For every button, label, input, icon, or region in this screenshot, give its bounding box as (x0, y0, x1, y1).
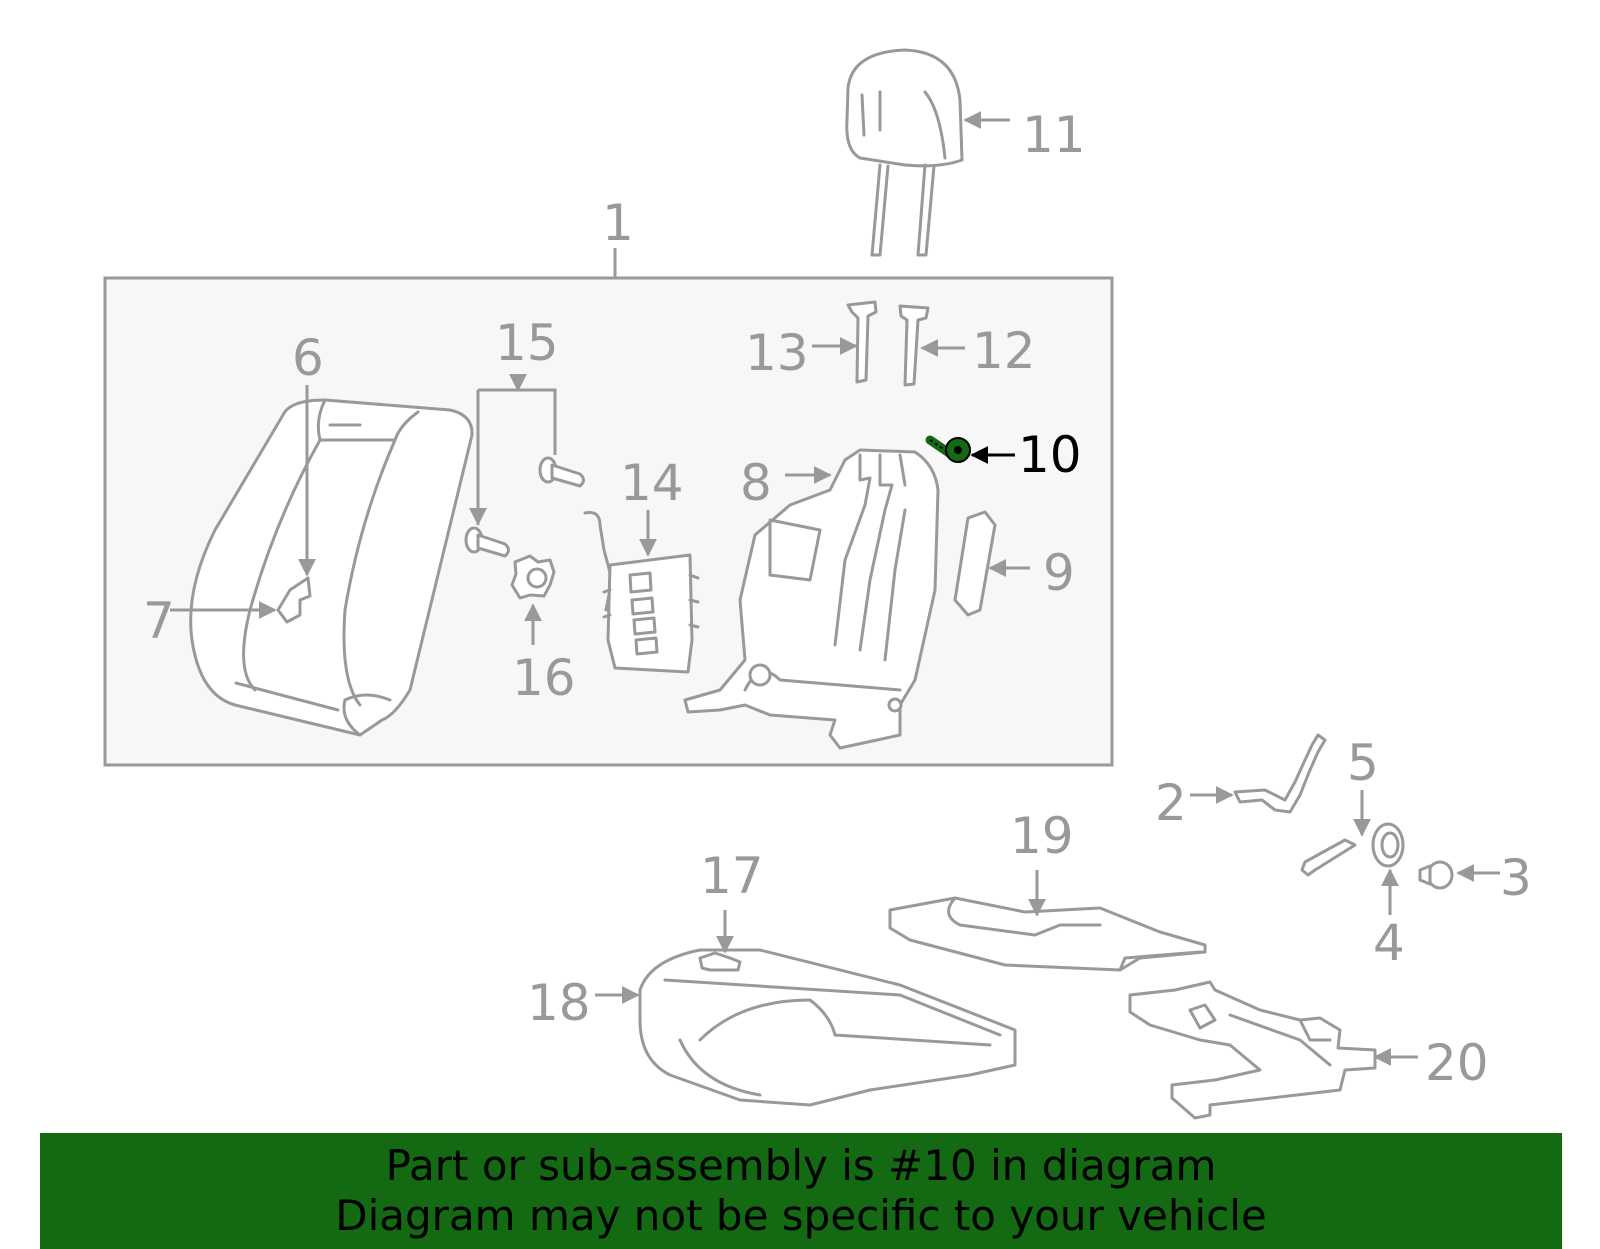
spring-part-5 (1300, 838, 1357, 877)
seat-back-cover-part-6 (189, 398, 474, 737)
banner-line-2: Diagram may not be specific to your vehi… (335, 1191, 1267, 1240)
tag-part-7 (276, 576, 312, 624)
callout-17: 17 (700, 847, 764, 905)
callout-19: 19 (1010, 807, 1074, 865)
callout-14: 14 (620, 454, 684, 512)
callout-9: 9 (1043, 544, 1075, 602)
callout-6: 6 (292, 329, 324, 387)
info-banner: Part or sub-assembly is #10 in diagram D… (40, 1133, 1562, 1249)
callout-18: 18 (527, 974, 591, 1032)
headrest-part-11 (845, 48, 964, 257)
tag-part-17 (698, 951, 742, 972)
pin-part-15a (538, 456, 585, 488)
callout-20: 20 (1425, 1034, 1489, 1092)
cushion-pad-part-19 (888, 896, 1207, 972)
callout-7: 7 (143, 592, 175, 650)
trim-panel-part-9 (953, 510, 997, 617)
pin-part-15b (464, 526, 510, 558)
guide-part-13 (846, 300, 878, 384)
guide-part-12 (898, 304, 930, 387)
callout-13: 13 (745, 324, 809, 382)
bolt-part-10 (925, 435, 971, 463)
callout-15: 15 (495, 314, 559, 372)
nut-part-16 (510, 554, 556, 600)
washer-part-4 (1371, 822, 1405, 868)
callout-1: 1 (602, 194, 634, 252)
callout-12: 12 (972, 322, 1036, 380)
knob-part-3 (1418, 860, 1454, 890)
callout-4: 4 (1373, 914, 1405, 972)
callout-2: 2 (1155, 774, 1187, 832)
cushion-frame-part-20 (1128, 980, 1377, 1120)
banner-line-1: Part or sub-assembly is #10 in diagram (385, 1141, 1217, 1190)
callout-11: 11 (1022, 106, 1086, 164)
lumbar-part-14 (583, 511, 700, 674)
cushion-cover-part-18 (638, 948, 1017, 1107)
rod-part-2 (1233, 733, 1327, 814)
callout-3: 3 (1500, 849, 1532, 907)
callout-5: 5 (1347, 734, 1379, 792)
callout-16: 16 (512, 649, 576, 707)
seat-back-frame-part-8 (683, 448, 940, 750)
callout-10: 10 (1018, 426, 1082, 484)
callout-8: 8 (740, 454, 772, 512)
